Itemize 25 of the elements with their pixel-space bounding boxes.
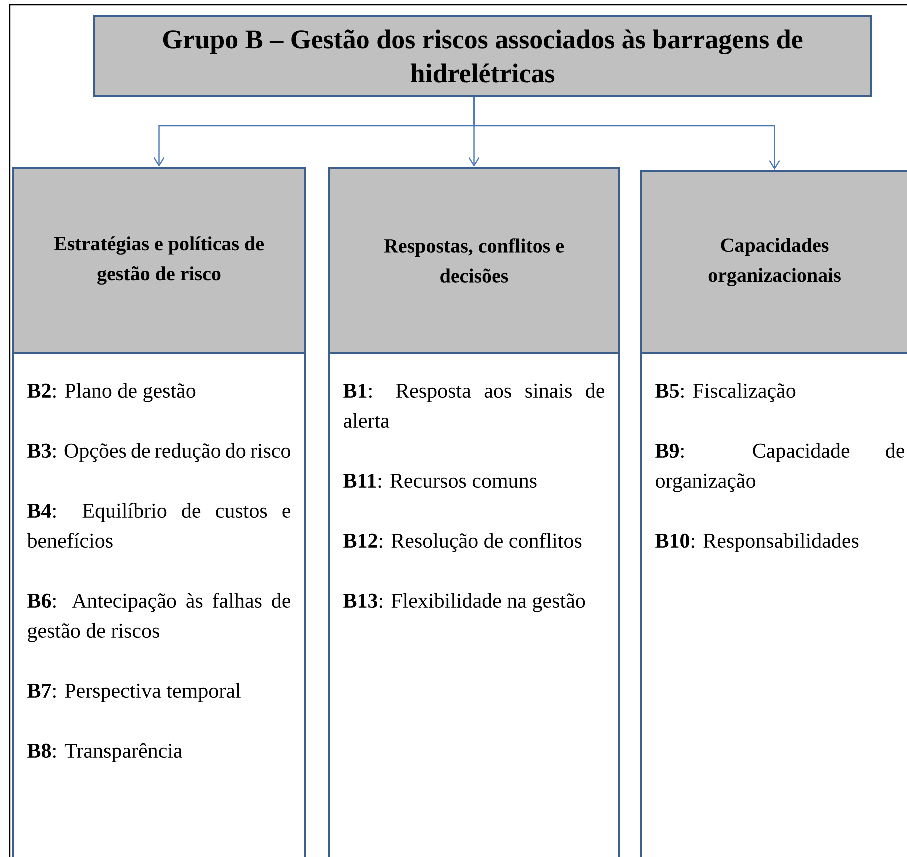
item-text: B11: Recursos comuns [344, 474, 537, 488]
item-text: B5: Fiscalização [656, 383, 796, 402]
item-box [12, 352, 306, 857]
item-text: B1: Resposta aos sinais de alerta [344, 383, 605, 428]
item-text: B13: Flexibilidade na gestão [344, 593, 586, 612]
item-text: B6: Antecipação às falhas de gestão de riscos [28, 593, 291, 642]
item-text: B7: Perspectiva temporal [28, 683, 241, 702]
title-text: Grupo B – Gestão dos riscos associados às barragens de hidrelétricas [163, 30, 803, 83]
item-text: B12: Resolução de conflitos [344, 533, 582, 552]
heading-text: Estratégias e políticas de gestão de risco [54, 236, 264, 285]
item-text: B9: Capacidade de organização [656, 443, 905, 492]
item-text: B2: Plano de gestão [28, 383, 196, 402]
arrow [474, 98, 780, 170]
item-text: B4: Equilíbrio de custos e benefícios [27, 503, 291, 548]
item-text: B3: Opções de redução do risco [28, 443, 290, 462]
item-text: B10: Responsabilidades [656, 533, 859, 552]
heading-text: Respostas, conflitos e decisões [384, 238, 564, 283]
header-box [640, 170, 907, 354]
item-text: B8: Transparência [28, 743, 183, 762]
heading-text: Capacidades organizacionais [708, 238, 841, 286]
item-box [640, 352, 907, 857]
header-box [12, 167, 306, 354]
header-box [328, 167, 620, 354]
title-box [93, 14, 873, 98]
item-box [328, 352, 620, 857]
